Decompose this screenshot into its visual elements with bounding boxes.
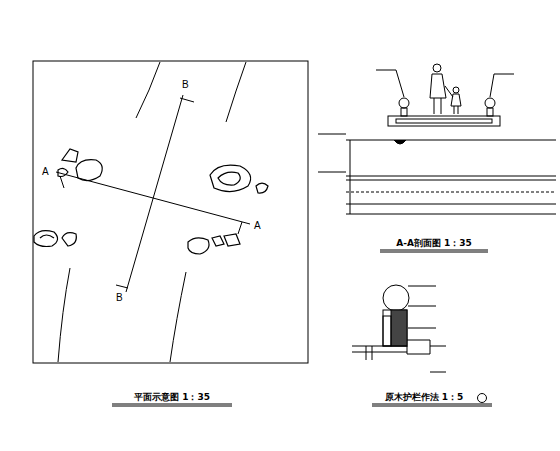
stone-cluster bbox=[34, 149, 268, 254]
section-letter: A bbox=[254, 221, 261, 231]
section-tick bbox=[180, 98, 194, 102]
path-edge bbox=[58, 268, 70, 362]
section-tick bbox=[238, 222, 242, 234]
section-letter: B bbox=[116, 293, 123, 303]
section-drawing bbox=[318, 64, 556, 214]
title-underline bbox=[372, 406, 492, 407]
section-line bbox=[126, 95, 183, 292]
view-title: A-A剖面图 1：35 bbox=[396, 239, 472, 248]
title-underline bbox=[380, 252, 488, 253]
index-circle bbox=[478, 394, 487, 403]
path-edge bbox=[170, 272, 186, 362]
section-letter: A bbox=[42, 167, 49, 177]
plan-frame bbox=[33, 61, 308, 363]
title-underline bbox=[372, 404, 492, 405]
view-title: 原木护栏作法 1：5 bbox=[385, 393, 464, 402]
title-underline bbox=[380, 250, 488, 251]
section-tick bbox=[60, 176, 64, 188]
section-tick bbox=[116, 285, 128, 288]
section-letter: B bbox=[182, 80, 189, 90]
view-title: 平面示意图 1：35 bbox=[134, 393, 210, 402]
path-edge bbox=[226, 62, 246, 122]
title-underline bbox=[112, 404, 232, 405]
path-edge bbox=[136, 62, 160, 118]
railing-detail bbox=[352, 285, 446, 372]
title-underline bbox=[112, 406, 232, 407]
